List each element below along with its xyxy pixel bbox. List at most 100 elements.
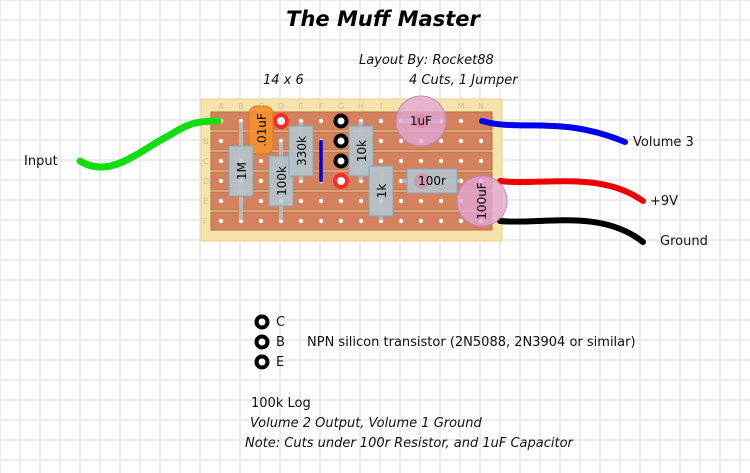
strip-cut (333, 173, 349, 189)
res-1m-label: 1M (235, 162, 249, 180)
column-letter: F (319, 102, 324, 111)
hole (298, 218, 304, 224)
hole (458, 178, 464, 184)
res-330k (288, 125, 314, 177)
transistor-description: NPN silicon transistor (2N5088, 2N3904 o… (307, 335, 636, 350)
column-letter: I (380, 102, 382, 111)
res-100k-label: 100k (275, 166, 289, 196)
cap-100uf (456, 175, 508, 227)
hole (418, 198, 424, 204)
column-letter: G (338, 102, 344, 111)
hole (398, 158, 404, 164)
hole (258, 158, 264, 164)
hole (378, 118, 384, 124)
hole (238, 218, 244, 224)
hole (378, 158, 384, 164)
row-letter: E (203, 197, 208, 206)
hole (398, 178, 404, 184)
pot-wiring: Volume 2 Output, Volume 1 Ground (250, 416, 482, 431)
hole (458, 118, 464, 124)
power-wire (497, 178, 646, 204)
column-letter: H (358, 102, 364, 111)
row-letters: B C D E F (203, 137, 209, 226)
column-letter: M (458, 102, 465, 111)
cap-01uf-label: .01uF (255, 113, 269, 147)
hole (358, 178, 364, 184)
row-letter: F (203, 217, 208, 226)
hole (318, 198, 324, 204)
pin-e-label: E (276, 355, 285, 370)
hole (258, 178, 264, 184)
hole (358, 198, 364, 204)
hole (218, 198, 224, 204)
hole (478, 158, 484, 164)
column-letter: E (298, 102, 303, 111)
cap-1uf-label: 1uF (410, 114, 432, 128)
hole (338, 198, 344, 204)
cap-01uf (248, 105, 274, 155)
transistor-legend-icon (254, 314, 270, 370)
hole (278, 138, 284, 144)
hole (338, 218, 344, 224)
volume3-label: Volume 3 (633, 135, 694, 150)
row-letter: C (203, 157, 209, 166)
hole (298, 178, 304, 184)
hole (398, 218, 404, 224)
cuts-note: Note: Cuts under 100r Resistor, and 1uF … (245, 436, 573, 451)
hole (398, 198, 404, 204)
hole (218, 178, 224, 184)
hole (258, 198, 264, 204)
hole (478, 138, 484, 144)
hole (398, 138, 404, 144)
credits-text: Layout By: Rocket88 (359, 53, 494, 68)
hole (358, 218, 364, 224)
ground-wire (497, 217, 646, 245)
hole (438, 198, 444, 204)
hole (318, 218, 324, 224)
hole (418, 158, 424, 164)
board-size-text: 14 x 6 (263, 73, 304, 88)
hole (438, 138, 444, 144)
hole (458, 138, 464, 144)
res-1k-label: 1k (375, 184, 389, 199)
holes (218, 118, 484, 224)
hole (438, 218, 444, 224)
hole (218, 158, 224, 164)
hole (378, 138, 384, 144)
pot-value: 100k Log (251, 396, 311, 411)
pin-b-label: B (276, 335, 285, 350)
hole (358, 118, 364, 124)
transistor (333, 113, 349, 169)
res-100r-label: 100r (418, 174, 446, 188)
column-letter: D (278, 102, 284, 111)
row-letter: D (203, 177, 209, 186)
hole (458, 158, 464, 164)
ground-label: Ground (660, 234, 708, 249)
cuts-jumpers-text: 4 Cuts, 1 Jumper (409, 73, 518, 88)
res-330k-label: 330k (295, 136, 309, 166)
hole (438, 158, 444, 164)
strip-F (210, 211, 493, 231)
power-label: +9V (650, 194, 679, 209)
hole (458, 218, 464, 224)
input-wire (76, 117, 222, 171)
res-10k-label: 10k (355, 140, 369, 162)
strip-cut (273, 113, 289, 129)
input-label: Input (24, 154, 58, 169)
hole (258, 218, 264, 224)
hole (318, 118, 324, 124)
hole (278, 218, 284, 224)
res-1m (228, 145, 254, 197)
hole (218, 218, 224, 224)
hole (238, 118, 244, 124)
row-letter: B (203, 137, 209, 146)
hole (378, 218, 384, 224)
res-1k (368, 165, 394, 217)
column-letter: N (478, 102, 484, 111)
volume3-wire (479, 118, 628, 145)
hole (298, 118, 304, 124)
hole (298, 198, 304, 204)
hole (218, 138, 224, 144)
column-letter: A (218, 102, 224, 111)
